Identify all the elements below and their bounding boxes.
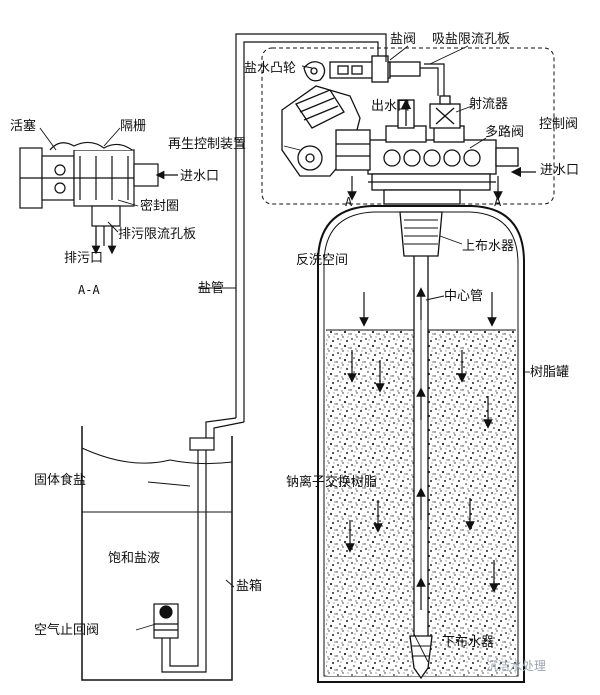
salt-pipe — [205, 33, 387, 438]
label-brine-orifice: 吸盐限流孔板 — [432, 32, 511, 47]
label-section-mark-left: A — [345, 195, 353, 209]
label-lower-distributor: 下布水器 — [442, 635, 495, 650]
label-ejector: 射流器 — [469, 97, 509, 112]
leader-lines — [39, 45, 530, 663]
inlet-pipe — [495, 147, 536, 178]
section-aa-arrows — [91, 170, 178, 255]
label-seal-ring: 密封圈 — [140, 199, 180, 214]
label-section-aa: A-A — [78, 283, 100, 297]
section-markers — [347, 176, 503, 201]
brine-cam — [303, 61, 326, 82]
label-saturated-brine: 饱和盐液 — [108, 551, 161, 566]
label-section-mark-right: A — [494, 195, 502, 209]
label-upper-distributor: 上布水器 — [462, 239, 515, 254]
label-resin-tank: 树脂罐 — [530, 365, 570, 380]
regeneration-control-device — [281, 85, 371, 177]
label-solid-salt: 固体食盐 — [34, 473, 87, 488]
brine-suction-tube — [161, 437, 215, 673]
label-backwash-space: 反洗空间 — [296, 253, 349, 268]
lower-distributor — [409, 635, 433, 680]
brine-line-upper — [420, 63, 445, 96]
label-drain-orifice: 排污限流孔板 — [118, 227, 197, 242]
air-check-valve — [153, 603, 179, 639]
label-multiport-valve: 多路阀 — [485, 125, 525, 140]
label-water-inlet-main: 进水口 — [540, 163, 580, 178]
label-piston: 活塞 — [10, 119, 37, 134]
label-brine-box: 盐箱 — [236, 579, 263, 594]
upper-distributor — [399, 211, 443, 257]
salt-valve — [329, 55, 421, 83]
label-water-outlet: 出水口 — [371, 99, 411, 114]
flow-arrows — [345, 287, 499, 610]
label-regen-control: 再生控制装置 — [168, 137, 247, 152]
label-na-resin: 钠离子交换树脂 — [286, 475, 378, 490]
label-air-check-valve: 空气止回阀 — [34, 623, 100, 638]
label-control-valve: 控制阀 — [539, 117, 579, 132]
multiport-valve-body — [367, 125, 497, 205]
label-drain-outlet: 排污口 — [64, 251, 104, 266]
label-salt-valve: 盐阀 — [390, 32, 417, 47]
label-salt-pipe: 盐管 — [198, 281, 225, 296]
ejector — [429, 95, 461, 129]
outlet-pipe — [397, 98, 415, 129]
label-brine-cam: 盐水凸轮 — [244, 61, 297, 76]
brine-tank — [81, 426, 233, 681]
label-spacer: 隔栅 — [120, 119, 147, 134]
label-water-inlet-detail: 进水口 — [180, 169, 220, 184]
label-center-pipe: 中心管 — [444, 289, 484, 304]
watermark-text: 沉洁水处理 — [486, 659, 547, 673]
